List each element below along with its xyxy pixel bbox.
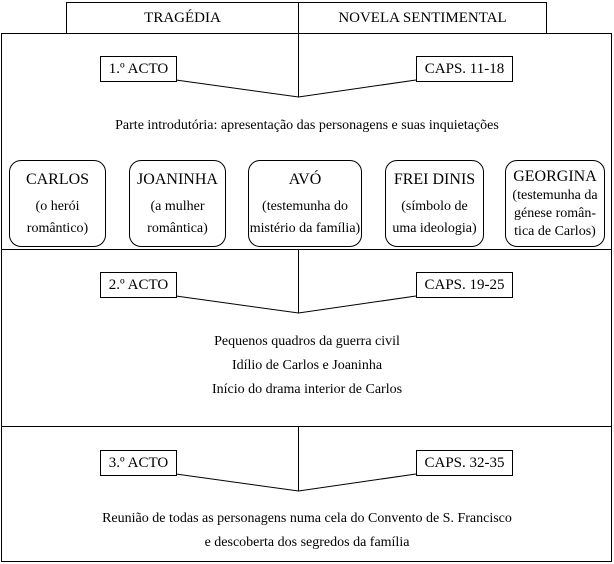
character-name: JOANINHA	[137, 170, 218, 188]
character-desc: (testemunha do	[262, 198, 348, 214]
act-1-box: 1.º ACTO	[100, 56, 177, 82]
character-frei-dinis: FREI DINIS (símbolo de uma ideologia)	[385, 160, 484, 247]
character-carlos: CARLOS (o herói romântico)	[9, 160, 106, 247]
section-2-line: Início do drama interior de Carlos	[211, 382, 403, 397]
character-desc: uma ideologia)	[392, 220, 477, 236]
character-avo: AVÓ (testemunha do mistério da família)	[248, 160, 362, 247]
act-3-label: 3.º ACTO	[108, 454, 169, 471]
character-name: GEORGINA	[513, 167, 597, 185]
character-name: CARLOS	[25, 170, 90, 188]
header-novela-label: NOVELA SENTIMENTAL	[338, 9, 507, 26]
character-desc: (o herói	[35, 198, 80, 214]
character-desc: mistério da família)	[249, 220, 361, 236]
chapters-2-label: CAPS. 19-25	[424, 276, 505, 293]
header-tragedia-cell: TRAGÉDIA	[66, 2, 299, 34]
character-desc: romântico)	[26, 220, 89, 236]
character-joaninha: JOANINHA (a mulher romântica)	[129, 160, 226, 247]
chapters-1-box: CAPS. 11-18	[416, 56, 513, 82]
section-2-description: Pequenos quadros da guerra civil Idílio …	[40, 330, 574, 402]
act-2-box: 2.º ACTO	[100, 272, 177, 298]
character-desc: tica de Carlos)	[514, 223, 596, 239]
section-2-line: Pequenos quadros da guerra civil	[214, 334, 400, 349]
act-2-label: 2.º ACTO	[108, 276, 169, 293]
character-desc: romântica)	[147, 220, 208, 236]
act-3-box: 3.º ACTO	[100, 450, 177, 476]
character-desc: (símbolo de	[401, 198, 468, 214]
chapters-3-box: CAPS. 32-35	[416, 450, 513, 476]
character-georgina: GEORGINA (testemunha da génese român- ti…	[505, 160, 605, 247]
section-2-line: Idílio de Carlos e Joaninha	[231, 358, 383, 373]
character-desc: (a mulher	[150, 198, 205, 214]
chapters-1-label: CAPS. 11-18	[424, 60, 505, 77]
chapters-3-label: CAPS. 32-35	[424, 454, 505, 471]
character-desc: (testemunha da	[512, 187, 598, 203]
section-3-line: e descoberta dos segredos da família	[204, 535, 410, 550]
character-desc: génese român-	[513, 205, 597, 221]
chapters-2-box: CAPS. 19-25	[416, 272, 513, 298]
section-3-frame	[1, 426, 612, 562]
section-1-line: Parte introdutória: apresentação das per…	[115, 118, 499, 133]
header-tragedia-label: TRAGÉDIA	[144, 9, 221, 26]
section-3-line: Reunião de todas as personagens numa cel…	[102, 511, 512, 526]
section-1-description: Parte introdutória: apresentação das per…	[40, 114, 574, 138]
act-1-label: 1.º ACTO	[108, 60, 169, 77]
character-name: FREI DINIS	[393, 170, 476, 188]
section-3-description: Reunião de todas as personagens numa cel…	[20, 507, 594, 555]
character-name: AVÓ	[288, 170, 322, 188]
